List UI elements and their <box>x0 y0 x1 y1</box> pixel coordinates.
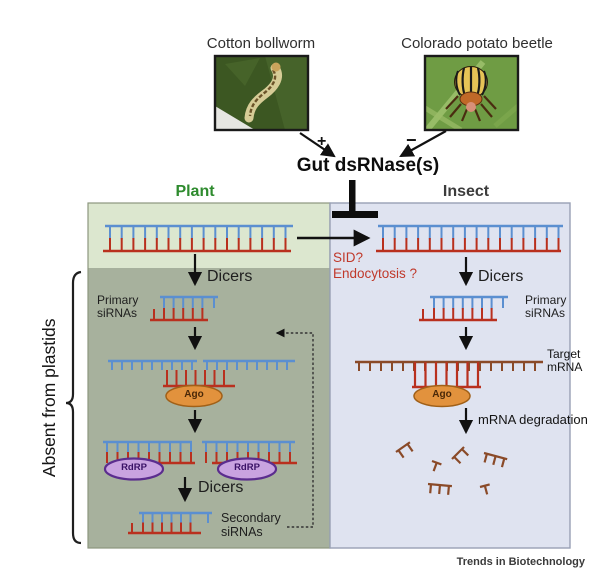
inhibition-bar-icon <box>332 180 378 218</box>
cotton-bollworm-photo <box>213 54 310 132</box>
plastids-bracket <box>65 270 82 545</box>
plus-sign: + <box>317 133 327 150</box>
insect-primary-sirna-duplex <box>419 295 508 322</box>
insect-ago-label: Ago <box>432 389 452 400</box>
colorado-potato-beetle-photo <box>423 54 520 132</box>
insect-primary-sirnas-label: Primary siRNAs <box>525 293 567 321</box>
rdrp-right-label: RdRP <box>234 462 260 473</box>
plant-dsrna <box>103 224 293 253</box>
secondary-sirna-feedback-arrow <box>275 328 314 528</box>
rdrp-left-label: RdRP <box>121 462 147 473</box>
journal-credit: Trends in Biotechnology <box>456 556 585 568</box>
target-mrna-label: Target mRNA <box>547 347 583 375</box>
endocytosis-question-label: Endocytosis ? <box>333 266 418 281</box>
plant-panel-title: Plant <box>175 183 215 200</box>
cotton-bollworm-label: Cotton bollworm <box>206 35 316 52</box>
insect-panel-background <box>329 202 571 549</box>
header-arrows <box>299 130 447 158</box>
rna-structures <box>103 224 563 535</box>
colorado-potato-beetle-label: Colorado potato beetle <box>401 35 553 52</box>
insect-dicers-label: Dicers <box>478 268 524 285</box>
secondary-sirna-duplex <box>128 511 212 535</box>
pathway-arrows <box>177 254 474 503</box>
insect-panel-title: Insect <box>442 183 490 200</box>
plant-primary-sirnas-label: Primary siRNAs <box>97 293 139 321</box>
plant-target-ago-complex <box>108 359 295 388</box>
plant-dicers-bottom-label: Dicers <box>198 479 244 496</box>
plant-primary-sirna-duplex <box>150 295 218 322</box>
protein-ellipses <box>103 384 471 481</box>
gut-dsrnase-label: Gut dsRNase(s) <box>296 155 440 176</box>
mrna-degradation-label: mRNA degradation <box>478 412 588 427</box>
plant-ago-label: Ago <box>184 389 204 400</box>
plus-arrow <box>299 132 336 158</box>
mrna-fragments <box>395 441 508 495</box>
plant-panel-background <box>87 202 331 549</box>
minus-sign: − <box>406 130 417 150</box>
sid-question-label: SID? <box>333 250 364 265</box>
plant-dicers-top-label: Dicers <box>207 268 253 285</box>
secondary-sirnas-label: Secondary siRNAs <box>221 511 281 539</box>
absent-from-plastids-note: Absent from plastids <box>39 318 60 478</box>
minus-arrow <box>399 130 447 158</box>
insect-dsrna <box>376 224 563 253</box>
